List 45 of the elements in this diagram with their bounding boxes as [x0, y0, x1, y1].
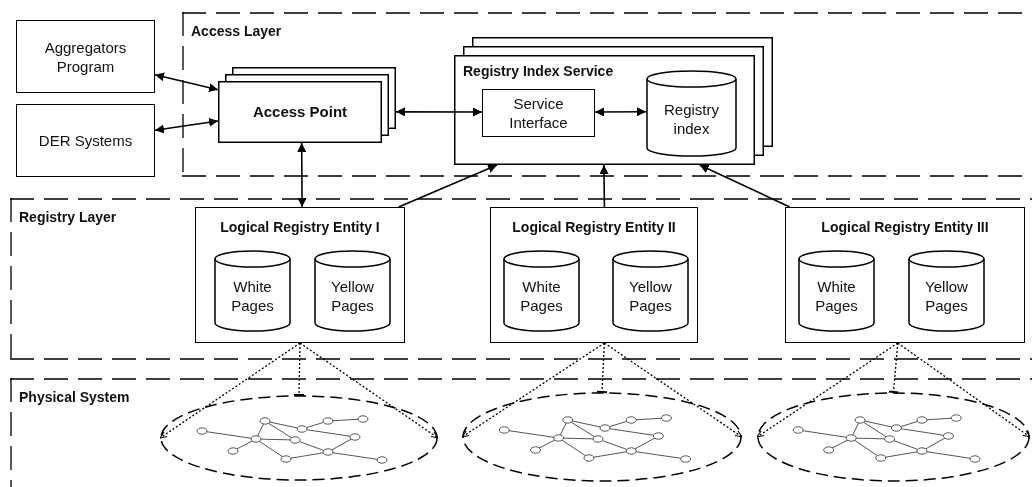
box-label: DER Systems [37, 131, 134, 150]
box-label: Access Point [251, 102, 349, 121]
entity-box [195, 207, 405, 343]
stacked-box [454, 37, 773, 165]
arrow [395, 107, 483, 117]
layer-title: Registry Layer [19, 208, 117, 227]
dotted-arrow [756, 342, 899, 438]
cylinder-label: White Pages [230, 277, 275, 315]
dotted-arrow [461, 342, 606, 438]
arrow [599, 164, 609, 208]
dotted-arrow [299, 342, 439, 439]
box-title: Logical Registry Entity III [820, 218, 990, 237]
arrow [698, 164, 791, 208]
entity-box [490, 207, 698, 343]
cylinder-label: White Pages [519, 277, 564, 315]
process-box [482, 89, 595, 137]
dashed-ellipse [757, 392, 1030, 482]
dashed-ellipse [160, 395, 438, 481]
box-title: Logical Registry Entity II [511, 218, 677, 237]
cylinder-label: Yellow Pages [924, 277, 969, 315]
entity-box [785, 207, 1025, 343]
cylinder-label: White Pages [814, 277, 859, 315]
process-box [16, 104, 155, 177]
layer-title: Access Layer [191, 22, 282, 41]
dotted-arrow [603, 342, 743, 438]
layer-title: Physical System [19, 388, 130, 407]
arrow [397, 164, 498, 208]
arrow [594, 107, 647, 117]
cylinder-label: Registry index [663, 99, 720, 138]
box-label: Service Interface [508, 94, 569, 132]
dotted-arrow [897, 342, 1031, 438]
layer-band [10, 198, 1032, 360]
dashed-ellipse [462, 392, 742, 482]
cylinder-label: Yellow Pages [330, 277, 375, 315]
layer-band [10, 378, 1032, 487]
arrow [297, 142, 307, 208]
cylinder-label: Yellow Pages [628, 277, 673, 315]
box-label: Aggregators Program [43, 37, 128, 76]
process-box [16, 20, 155, 93]
box-title: Registry Index Service [463, 62, 614, 81]
dotted-arrow [159, 342, 301, 439]
arrow [154, 72, 219, 93]
arrow [154, 117, 219, 134]
box-title: Logical Registry Entity I [219, 218, 381, 237]
stacked-box [218, 67, 396, 143]
